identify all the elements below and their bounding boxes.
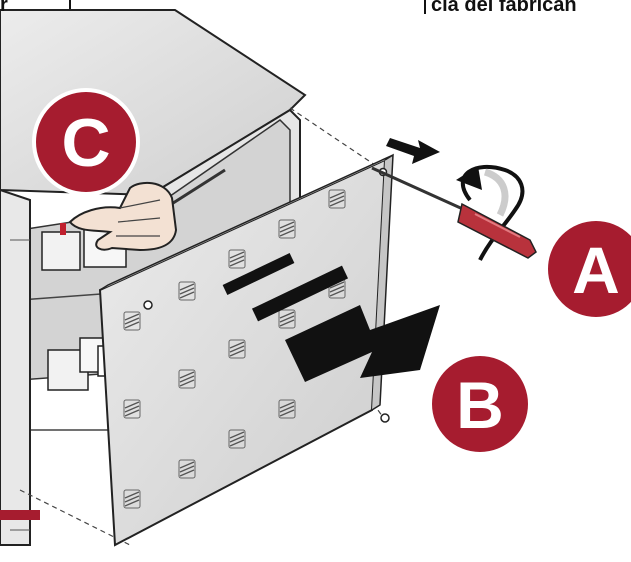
header-fragment-left: r bbox=[0, 0, 8, 17]
callout-b-label: B bbox=[456, 368, 504, 442]
small-direction-arrow-icon bbox=[386, 138, 440, 164]
callout-b-badge: B bbox=[430, 354, 530, 454]
callout-a-badge: A bbox=[546, 219, 631, 319]
callout-c-badge: C bbox=[34, 90, 138, 194]
callout-c-label: C bbox=[61, 105, 110, 181]
accent-bar bbox=[0, 510, 40, 520]
header-fragment-right: cia del fabrican bbox=[431, 0, 577, 17]
callout-a-label: A bbox=[572, 233, 620, 307]
